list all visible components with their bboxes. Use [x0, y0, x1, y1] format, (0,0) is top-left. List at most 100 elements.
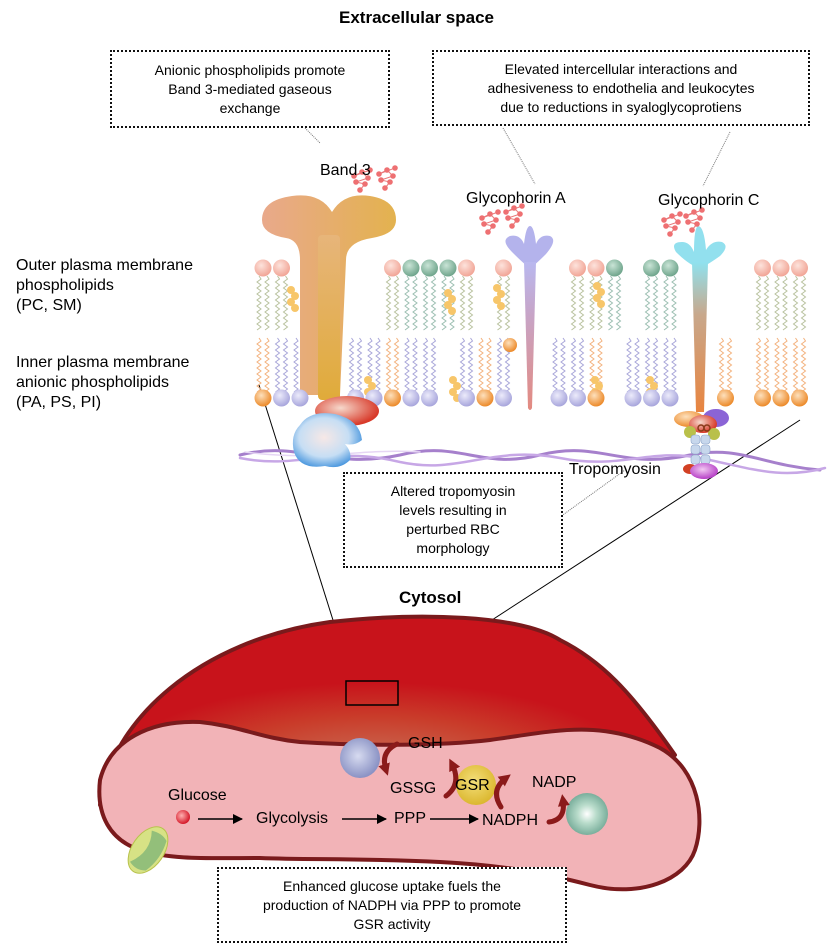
cholesterol: [444, 289, 456, 315]
note-line: Anionic phospholipids promote: [154, 61, 346, 78]
outer-head-pc: [273, 259, 290, 277]
outer-head-pc: [495, 259, 512, 277]
outer-phospholipid-heads: [254, 259, 808, 277]
nadph-label: NADPH: [482, 812, 539, 829]
inner-head-pa: [661, 389, 679, 407]
note-line: Enhanced glucose uptake fuels the: [283, 877, 501, 894]
inner-head-pa: [550, 389, 568, 407]
gsr-label: GSR: [455, 777, 490, 794]
inner-head-ps: [717, 389, 734, 407]
outer-head-pc: [791, 259, 808, 277]
red-blood-cell: [97, 614, 702, 892]
glycophorin-a-anchor: [503, 338, 517, 352]
outer-head-pc: [254, 259, 272, 277]
inner-head-pa: [495, 389, 512, 407]
inner-head-pa: [291, 389, 309, 407]
zoom-line-left: [258, 384, 339, 637]
outer-head-pc: [384, 259, 401, 277]
sugar-chain: [661, 211, 683, 237]
glycophorin-c-protein: [674, 226, 726, 412]
band3-leader-line: [304, 127, 321, 144]
outer-membrane-label-line: Outer plasma membrane: [16, 257, 193, 274]
outer-head-sm: [606, 259, 623, 277]
note-line: Band 3-mediated gaseous: [168, 80, 332, 97]
note-line: Elevated intercellular interactions and: [504, 60, 738, 77]
nadp-label: NADP: [532, 774, 577, 791]
note-line: due to reductions in syaloglycoprotiens: [500, 98, 742, 115]
outer-membrane-label-line: (PC, SM): [16, 297, 82, 314]
extracellular-heading: Extracellular space: [339, 8, 494, 27]
glycophorin-c-label: Glycophorin C: [658, 192, 760, 209]
inner-head-pa: [458, 389, 475, 407]
green-enzyme-ball: [566, 793, 608, 835]
sugar-chain: [503, 203, 525, 229]
outer-head-sm: [661, 259, 679, 277]
inner-head-pa: [421, 389, 438, 407]
arrow-gsh-to-gssg: [378, 741, 400, 776]
note-line: adhesiveness to endothelia and leukocyte…: [487, 79, 755, 96]
glucose-molecule: [176, 810, 190, 824]
inner-phospholipid-heads: [254, 389, 808, 407]
blue-enzyme-ball: [340, 738, 380, 778]
outer-head-sm: [643, 259, 660, 277]
glucose-note-box: Enhanced glucose uptake fuels the produc…: [217, 867, 567, 943]
outer-head-sm: [421, 259, 438, 277]
outer-head-pc: [587, 259, 605, 277]
outer-membrane-label-line: phospholipids: [16, 277, 114, 294]
gsh-label: GSH: [408, 735, 443, 752]
cholesterol: [493, 284, 505, 310]
inner-head-pa: [624, 389, 642, 407]
inner-head-ps: [254, 389, 272, 407]
glycolysis-label: Glycolysis: [256, 810, 329, 827]
sugar-chain: [479, 209, 501, 235]
note-line: production of NADPH via PPP to promote: [262, 896, 522, 913]
glycophorin-a-protein: [505, 226, 554, 410]
band3-label: Band 3: [320, 162, 371, 179]
cholesterol: [593, 282, 605, 308]
glycophorin-c-leader-line: [702, 131, 731, 187]
note-line: morphology: [416, 540, 490, 556]
outer-head-pc: [772, 259, 790, 277]
tropomyosin-note-box: Altered tropomyosin levels resulting in …: [343, 472, 563, 568]
ppp-label: PPP: [394, 810, 427, 827]
glucose-label: Glucose: [168, 787, 227, 804]
cholesterol: [287, 286, 299, 312]
arrow-gssg-to-gsh: [443, 758, 461, 799]
note-line: exchange: [219, 99, 281, 116]
arrow-nadph-to-nadp: [494, 774, 511, 810]
sialic-acid-sugar-chains: [351, 165, 705, 237]
inner-head-pa: [643, 389, 660, 407]
inner-membrane-label: Inner plasma membrane anionic phospholip…: [16, 353, 189, 413]
inner-head-ps: [587, 389, 605, 407]
note-line: perturbed RBC: [406, 521, 500, 537]
outer-head-pc: [754, 259, 771, 277]
outer-head-sm: [402, 259, 420, 277]
glucose-transporter: [127, 826, 169, 874]
outer-head-sm: [439, 259, 457, 277]
sugar-chain: [351, 167, 373, 193]
outer-head-pc: [458, 259, 475, 277]
note-line: levels resulting in: [399, 502, 507, 518]
ankyrin-complex: [292, 396, 379, 468]
inner-membrane-label-line: anionic phospholipids: [16, 374, 169, 391]
glycophorin-a-label: Glycophorin A: [466, 190, 566, 207]
sugar-chain: [376, 165, 398, 191]
inner-head-pa: [569, 389, 586, 407]
inner-head-ps: [791, 389, 808, 407]
note-line: GSR activity: [353, 915, 431, 932]
glycophorin-a-leader-line: [502, 127, 536, 185]
band3-protein: [262, 195, 396, 400]
tropomyosin-label: Tropomyosin: [569, 461, 661, 478]
inner-head-pa: [402, 389, 420, 407]
outer-membrane-label: Outer plasma membrane phospholipids (PC,…: [16, 256, 193, 316]
inner-membrane-label-line: Inner plasma membrane: [16, 354, 190, 371]
cytosol-heading: Cytosol: [399, 588, 462, 607]
outer-head-pc: [569, 259, 586, 277]
arrow-nadph-to-nadp-2: [546, 794, 570, 825]
inner-head-ps: [754, 389, 771, 407]
sugar-chain: [683, 207, 705, 233]
inner-head-ps: [772, 389, 790, 407]
inner-head-pa: [273, 389, 290, 407]
inner-head-ps: [384, 389, 401, 407]
